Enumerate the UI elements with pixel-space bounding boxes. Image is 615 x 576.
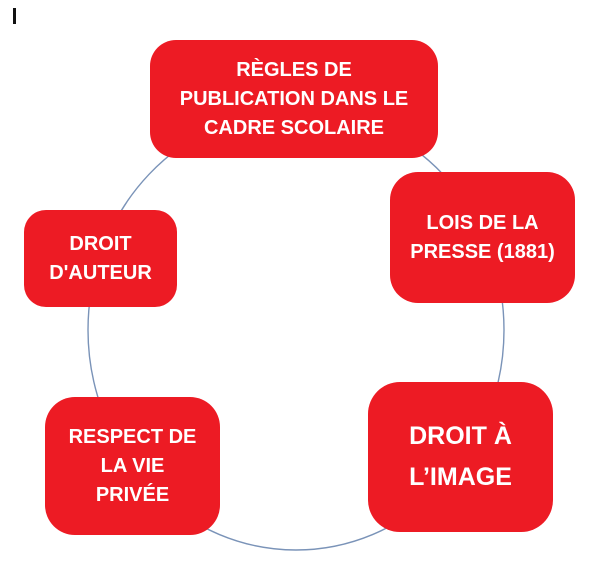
node-text-line: DROIT À [409,422,512,450]
node-text-line: RESPECT DE [68,425,197,448]
node-regles-publication[interactable]: RÈGLES DE PUBLICATION DANS LE CADRE SCOL… [150,40,438,158]
node-text-line: RÈGLES DE [236,58,352,81]
node-text-line: DROIT [69,232,132,255]
node-text-line: CADRE SCOLAIRE [203,116,384,139]
node-text-line: L’IMAGE [409,463,512,491]
node-text-line: LOIS DE LA [426,211,539,234]
text-caret [13,8,16,24]
node-text-line: PRIVÉE [95,483,170,506]
node-droit-auteur[interactable]: DROIT D'AUTEUR [24,210,177,307]
node-respect-vie-privee[interactable]: RESPECT DE LA VIE PRIVÉE [45,397,220,535]
node-text-line: D'AUTEUR [49,261,152,284]
node-text-line: PRESSE (1881) [410,240,555,263]
node-lois-presse[interactable]: LOIS DE LA PRESSE (1881) [390,172,575,303]
node-droit-image[interactable]: DROIT À L’IMAGE [368,382,553,532]
node-text-line: LA VIE [100,454,165,477]
node-text-line: PUBLICATION DANS LE [179,87,409,110]
